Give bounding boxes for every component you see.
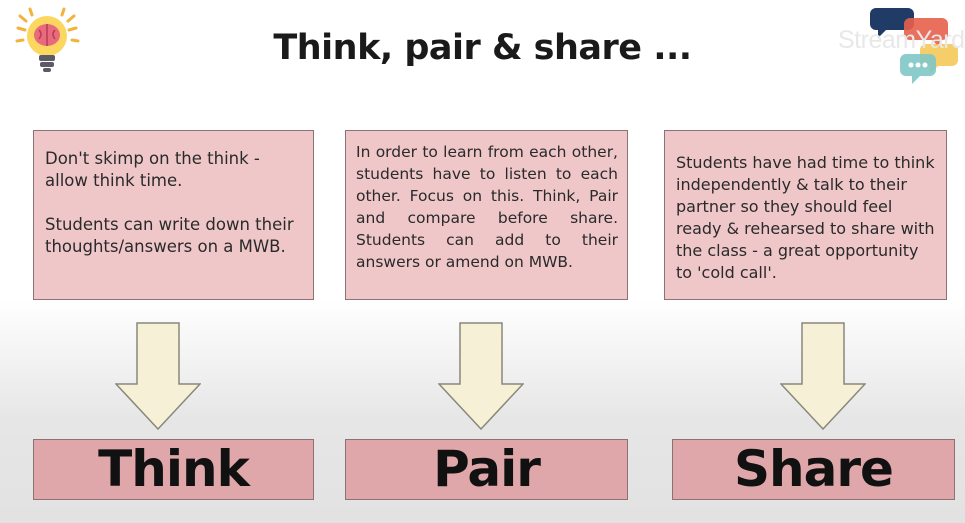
share-label: Share bbox=[672, 439, 955, 500]
think-label: Think bbox=[33, 439, 314, 500]
share-description-paragraph: Students have had time to think independ… bbox=[676, 153, 935, 282]
slide-title: Think, pair & share ... bbox=[273, 28, 692, 68]
down-arrow-icon bbox=[115, 322, 201, 430]
streamyard-watermark: StreamYard bbox=[838, 26, 965, 54]
down-arrow-icon bbox=[780, 322, 866, 430]
lightbulb-brain-icon bbox=[15, 7, 80, 72]
streamyard-logo-icon bbox=[870, 8, 958, 84]
think-description-paragraph: Students can write down their thoughts/a… bbox=[45, 215, 294, 256]
pair-label: Pair bbox=[345, 439, 628, 500]
pair-description-box: In order to learn from each other, stude… bbox=[345, 130, 628, 300]
think-description-box: Don't skimp on the think - allow think t… bbox=[33, 130, 314, 300]
down-arrow-icon bbox=[438, 322, 524, 430]
share-description-box: Students have had time to think independ… bbox=[664, 130, 947, 300]
pair-description-paragraph: In order to learn from each other, stude… bbox=[356, 143, 618, 271]
think-description-paragraph: Don't skimp on the think - allow think t… bbox=[45, 149, 260, 190]
